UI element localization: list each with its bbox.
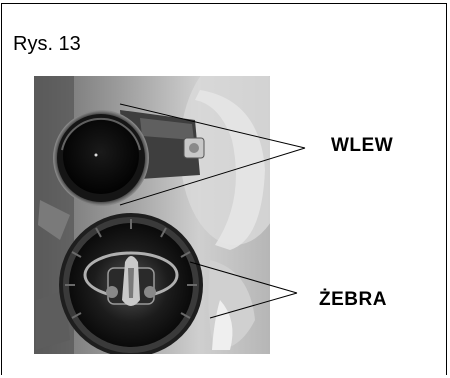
label-inlet: WLEW xyxy=(331,135,394,156)
figure-frame xyxy=(1,3,447,375)
label-ribs: ŻEBRA xyxy=(319,289,387,310)
figure-caption: Rys. 13 xyxy=(13,33,81,55)
